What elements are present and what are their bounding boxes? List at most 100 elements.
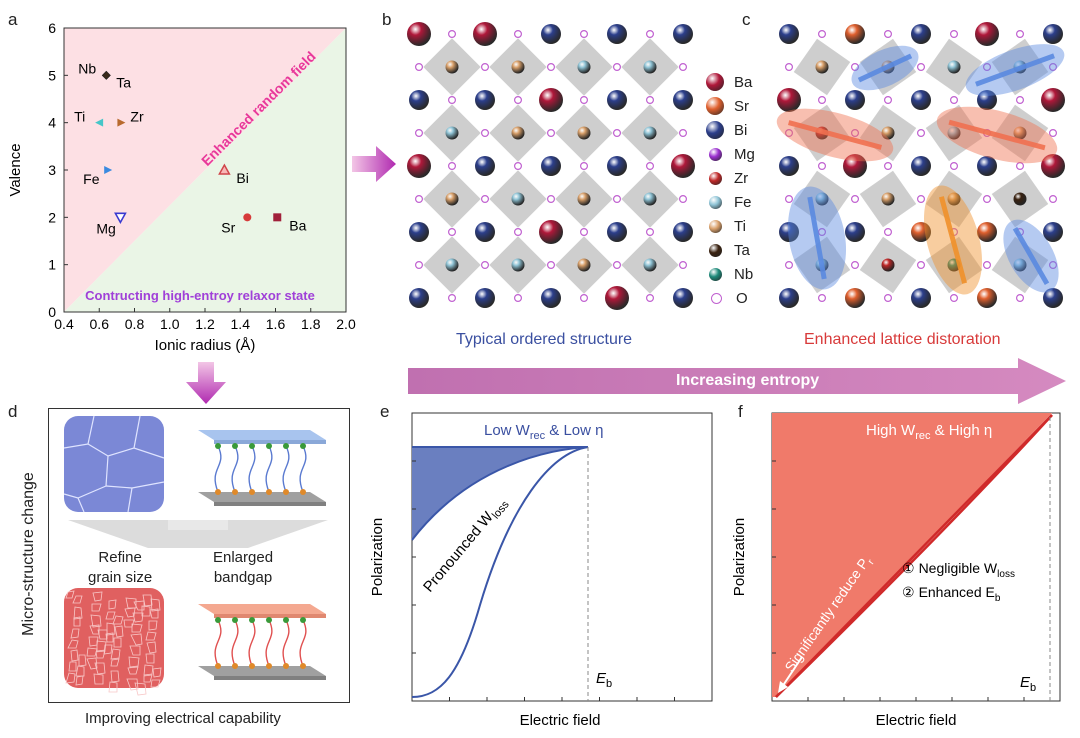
point-label-bi: Bi xyxy=(236,170,248,186)
a-site-bi xyxy=(475,222,495,242)
carrier-path xyxy=(299,619,307,667)
b-site-fe xyxy=(445,126,459,140)
panel-c-lattice xyxy=(776,22,1065,308)
oxygen-atom xyxy=(1049,195,1058,204)
axis-label-y-f: Polarization xyxy=(731,518,748,596)
point-label-nb: Nb xyxy=(78,60,96,76)
electron xyxy=(215,443,221,449)
b-site-ti xyxy=(815,60,829,74)
grain-boundary xyxy=(150,679,161,688)
x-tick-label: 0.4 xyxy=(54,316,74,332)
a-site-bi xyxy=(911,288,931,308)
grain-boundary xyxy=(145,631,157,641)
panel-d-box xyxy=(48,408,350,703)
a-site-bi xyxy=(541,24,561,44)
grain-boundary xyxy=(129,645,141,656)
b-site-ti xyxy=(445,192,459,206)
legend-label: Fe xyxy=(734,193,752,211)
a-site-bi xyxy=(779,156,799,176)
entropy-arrow xyxy=(408,358,1066,404)
oxygen-atom xyxy=(646,228,655,237)
oxygen-atom xyxy=(646,30,655,39)
hole xyxy=(215,489,221,495)
a-site-bi xyxy=(475,288,495,308)
a-site-bi xyxy=(541,288,561,308)
oxygen-atom xyxy=(646,95,655,104)
charge-curve xyxy=(411,446,589,698)
a-site-ba xyxy=(605,286,629,310)
oxygen-atom xyxy=(817,30,826,39)
oxygen-atom xyxy=(850,261,859,270)
y-tick-label: 2 xyxy=(48,209,56,225)
a-site-ba xyxy=(777,88,801,112)
electron xyxy=(249,617,255,623)
legend-swatch xyxy=(708,171,722,185)
oxygen-atom xyxy=(547,128,556,137)
grain-boundary xyxy=(114,625,124,638)
grain-boundary xyxy=(113,637,122,648)
grain-boundary xyxy=(68,661,77,672)
a-site-sr xyxy=(911,222,931,242)
oxygen-atom xyxy=(917,128,926,137)
b-site-ti xyxy=(881,126,895,140)
caption-b: Typical ordered structure xyxy=(456,331,633,348)
grain-boundary xyxy=(95,650,106,659)
oxygen-atom xyxy=(983,261,992,270)
oxygen-atom xyxy=(646,294,655,303)
hole xyxy=(300,663,306,669)
b-site-zr xyxy=(881,258,895,272)
carrier-path xyxy=(282,619,290,667)
label-bandgap: Enlarged bandgap xyxy=(213,549,274,586)
oxygen-atom xyxy=(917,62,926,71)
oxygen-atom xyxy=(785,62,794,71)
b-site-ti xyxy=(511,60,525,74)
oxygen-atom xyxy=(883,228,892,237)
grain-boundary xyxy=(149,608,159,619)
a-site-ba xyxy=(1041,88,1065,112)
panel-b-lattice xyxy=(407,22,695,310)
a-site-bi xyxy=(607,156,627,176)
electron xyxy=(232,617,238,623)
point-ba xyxy=(273,213,282,222)
oxygen-atom xyxy=(950,95,959,104)
oxygen-atom xyxy=(447,95,456,104)
grain-boundary xyxy=(150,598,161,612)
legend-label: Ti xyxy=(734,217,746,235)
grain-boundary xyxy=(108,599,117,610)
oxygen-atom xyxy=(580,95,589,104)
oxygen-atom xyxy=(480,195,489,204)
b-site-fe xyxy=(445,258,459,272)
a-site-bi xyxy=(911,24,931,44)
legend-swatch xyxy=(706,97,724,115)
carrier-path xyxy=(265,445,273,493)
oxygen-atom xyxy=(817,162,826,171)
carrier-path xyxy=(299,445,307,493)
legend-item-ba: Ba xyxy=(706,72,752,92)
electron xyxy=(300,443,306,449)
b-site-fe xyxy=(815,192,829,206)
a-site-bi xyxy=(475,156,495,176)
grain-boundary xyxy=(132,612,144,623)
electron xyxy=(249,443,255,449)
b-site-fe xyxy=(947,126,961,140)
b-site-ti xyxy=(881,192,895,206)
b-site-fe xyxy=(643,192,657,206)
x-tick-label: 1.2 xyxy=(195,316,215,332)
a-site-bi xyxy=(673,222,693,242)
oxygen-atom xyxy=(613,261,622,270)
oxygen-atom xyxy=(580,30,589,39)
grain-boundary xyxy=(145,653,155,664)
a-site-bi xyxy=(1043,288,1063,308)
panel-label-d: d xyxy=(8,402,18,421)
polar-arrow-5 xyxy=(938,196,968,284)
legend-label: Nb xyxy=(734,265,754,283)
oxygen-atom xyxy=(817,228,826,237)
legend-label: Bi xyxy=(734,121,748,139)
oxygen-atom xyxy=(547,62,556,71)
oxygen-atom xyxy=(480,62,489,71)
point-ta xyxy=(101,70,111,80)
point-label-zr: Zr xyxy=(130,109,144,125)
grain-boundary xyxy=(72,595,83,604)
